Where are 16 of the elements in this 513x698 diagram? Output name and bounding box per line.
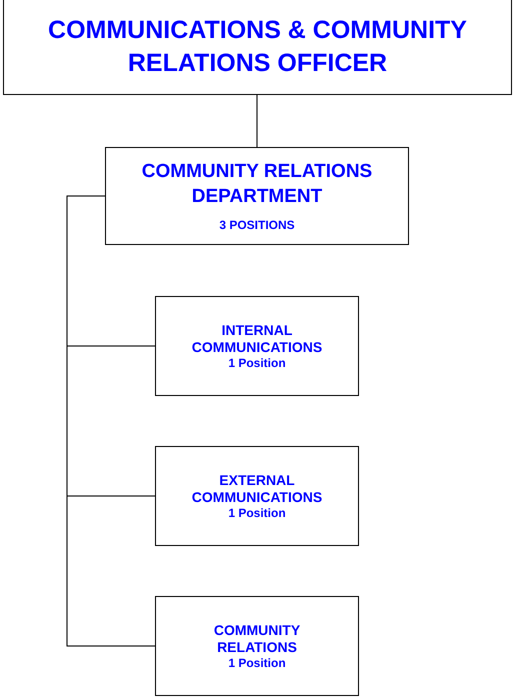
- org-box: [155, 596, 359, 696]
- position-title: COMMUNICATIONS & COMMUNITY RELATIONS OFFICER: [47, 15, 468, 78]
- position-title: COMMUNITY RELATIONS: [212, 622, 302, 656]
- position-count: 1 Position: [228, 356, 286, 370]
- position-title: INTERNAL COMMUNICATIONS: [190, 322, 324, 356]
- org-box: [105, 147, 409, 245]
- position-count: 1 Position: [228, 656, 286, 670]
- position-count: 3 POSITIONS: [219, 218, 295, 232]
- position-title: EXTERNAL COMMUNICATIONS: [190, 472, 324, 506]
- position-count: 1 Position: [228, 506, 286, 520]
- connector-line: [66, 196, 156, 646]
- connector-line: [256, 94, 258, 148]
- position-title: COMMUNITY RELATIONS DEPARTMENT: [140, 160, 374, 209]
- org-box: [155, 296, 359, 396]
- org-box: [3, 0, 512, 95]
- org-box: [155, 446, 359, 546]
